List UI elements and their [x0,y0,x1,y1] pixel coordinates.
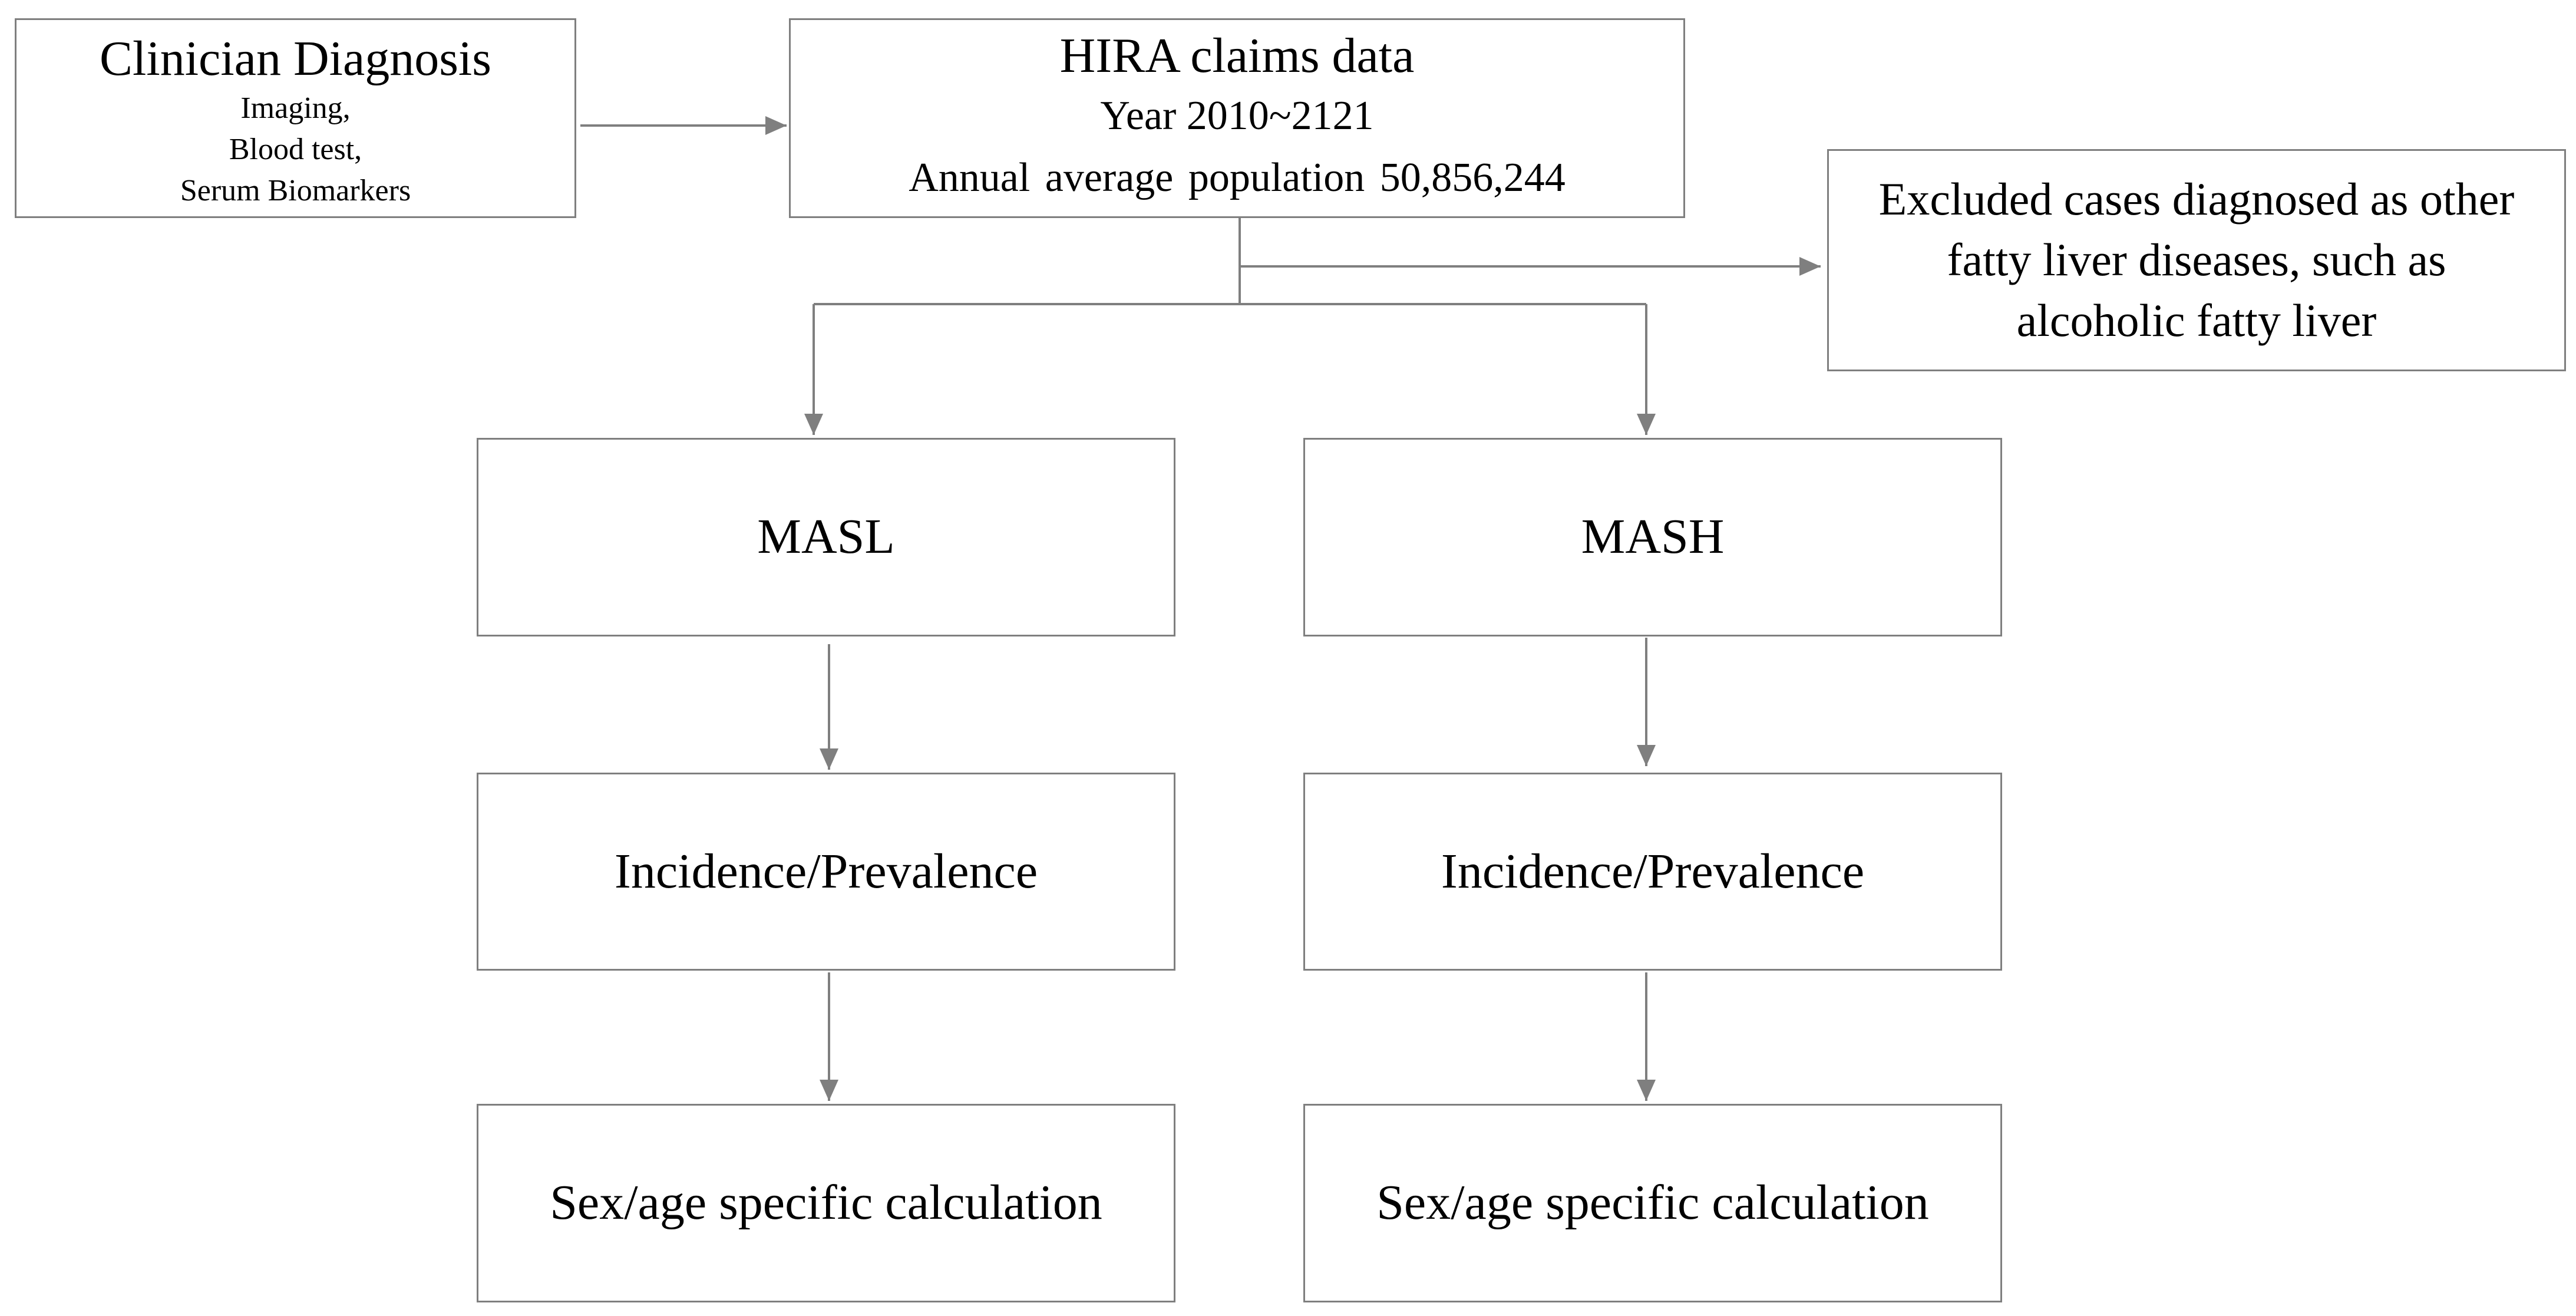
excluded-line-3: alcoholic fatty liver [2016,294,2377,346]
hira-years: Year 2010~2121 [1100,93,1374,138]
clinician-diagnosis-box: Clinician Diagnosis Imaging, Blood test,… [15,18,576,218]
hira-title: HIRA claims data [1059,28,1415,84]
clinician-detail-imaging: Imaging, [240,91,351,125]
masl-incidence-label: Incidence/Prevalence [614,843,1038,899]
excluded-cases-box: Excluded cases diagnosed as other fatty … [1827,149,2566,371]
masl-incidence-box: Incidence/Prevalence [477,773,1175,971]
hira-claims-box: HIRA claims data Year 2010~2121 Annual a… [789,18,1685,218]
masl-box: MASL [477,438,1175,636]
clinician-detail-blood-test: Blood test, [229,132,362,166]
mash-box: MASH [1303,438,2002,636]
masl-calculation-box: Sex/age specific calculation [477,1104,1175,1302]
mash-incidence-box: Incidence/Prevalence [1303,773,2002,971]
masl-calculation-label: Sex/age specific calculation [550,1175,1102,1231]
clinician-detail-biomarkers: Serum Biomarkers [180,173,411,207]
mash-incidence-label: Incidence/Prevalence [1441,843,1865,899]
clinician-title: Clinician Diagnosis [100,31,491,86]
mash-label: MASH [1581,509,1725,565]
masl-label: MASL [757,509,895,565]
hira-population: Annual average population 50,856,244 [909,154,1566,200]
excluded-line-2: fatty liver diseases, such as [1947,234,2446,286]
excluded-line-1: Excluded cases diagnosed as other [1878,173,2515,225]
mash-calculation-label: Sex/age specific calculation [1376,1175,1929,1231]
mash-calculation-box: Sex/age specific calculation [1303,1104,2002,1302]
